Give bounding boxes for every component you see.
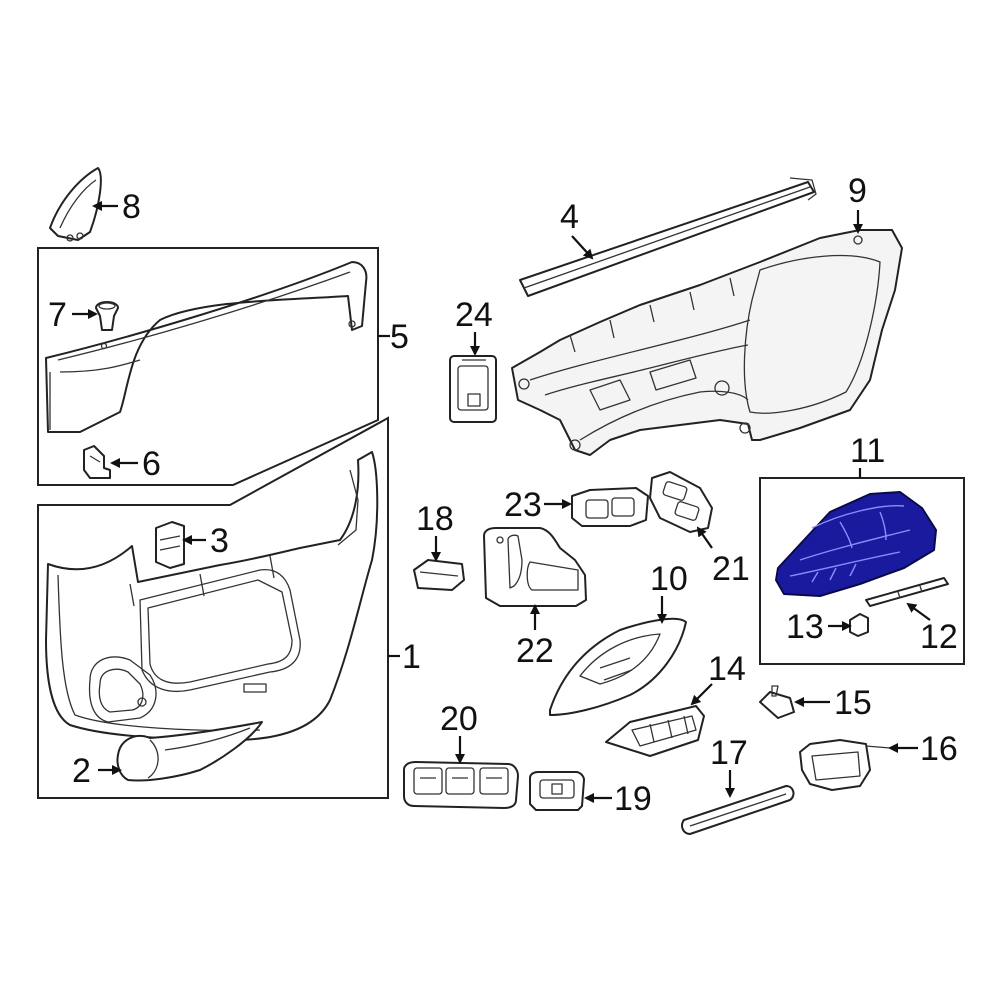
part-1-door-panel[interactable] [45, 451, 379, 742]
callout-21: 21 [712, 550, 750, 588]
part-6-bracket[interactable] [83, 445, 111, 479]
part-13-clip[interactable] [849, 613, 869, 637]
part-24-switch[interactable] [449, 355, 497, 423]
part-21-switch-module[interactable] [649, 471, 713, 533]
part-23-switch-module[interactable] [571, 487, 649, 527]
callout-1: 1 [402, 638, 421, 676]
callout-15: 15 [834, 684, 872, 722]
part-19-switch[interactable] [529, 771, 585, 811]
part-12-strip[interactable] [865, 577, 949, 607]
callout-3: 3 [210, 522, 229, 560]
callout-11: 11 [850, 432, 885, 470]
callout-24: 24 [455, 296, 493, 334]
callout-22: 22 [516, 632, 554, 670]
group-box-1 [37, 416, 389, 799]
part-10-handle-bezel[interactable] [549, 617, 687, 716]
part-17-trim-strip[interactable] [681, 785, 795, 835]
callout-9: 9 [848, 172, 867, 210]
leader-lines [72, 201, 931, 803]
callout-labels: 8 7 5 6 3 1 2 4 9 24 18 23 21 22 10 11 1… [48, 172, 958, 818]
callout-12: 12 [920, 618, 958, 656]
callout-8: 8 [122, 188, 141, 226]
part-16-handle-housing[interactable] [799, 739, 891, 791]
part-2-pull-handle[interactable] [116, 721, 263, 782]
callout-13: 13 [786, 608, 824, 646]
part-7-clip[interactable] [95, 301, 119, 331]
part-8-mirror-cover[interactable] [49, 167, 102, 242]
callout-16: 16 [920, 730, 958, 768]
part-14-switch-panel[interactable] [605, 705, 705, 757]
part-22-seat-switch[interactable] [483, 527, 587, 607]
group-box-11 [759, 477, 965, 665]
callout-10: 10 [650, 560, 688, 598]
part-18-switch[interactable] [413, 559, 465, 591]
callout-20: 20 [440, 700, 478, 738]
callout-18: 18 [416, 500, 454, 538]
callout-17: 17 [710, 734, 748, 772]
part-20-window-switch[interactable] [403, 761, 519, 809]
part-15-clip[interactable] [759, 685, 795, 719]
callout-23: 23 [504, 486, 542, 524]
callout-6: 6 [142, 445, 161, 483]
callout-14: 14 [708, 650, 746, 688]
group-box-5 [37, 247, 379, 486]
callout-5: 5 [390, 318, 409, 356]
part-5-upper-trim[interactable] [45, 261, 368, 433]
callout-2: 2 [72, 752, 91, 790]
callout-7: 7 [48, 296, 67, 334]
part-4-belt-molding[interactable] [519, 177, 817, 297]
callout-4: 4 [560, 198, 579, 236]
part-3-switch-bracket[interactable] [155, 521, 185, 569]
part-9-door-frame[interactable] [511, 229, 903, 456]
part-11-armrest-highlighted[interactable] [775, 491, 937, 597]
callout-19: 19 [614, 780, 652, 818]
